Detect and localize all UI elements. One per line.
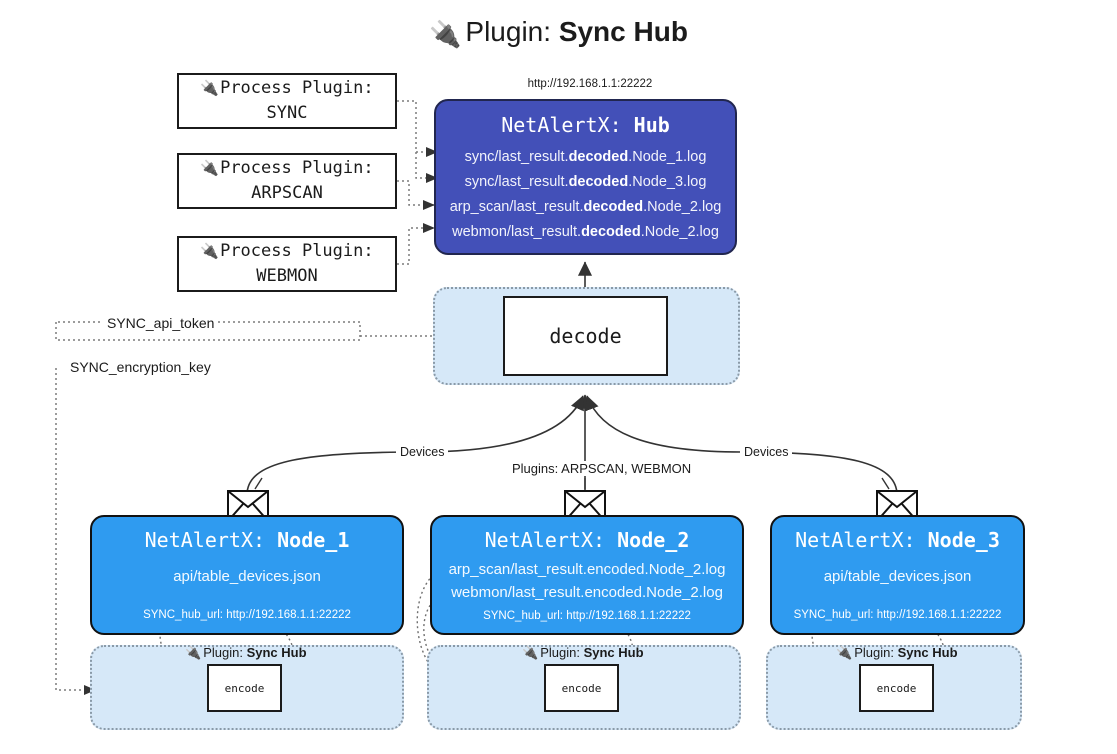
node-box-node-1[interactable]: NetAlertX: Node_1 api/table_devices.json… (90, 515, 404, 635)
encode-label-prefix: Plugin: (854, 645, 894, 660)
plug-icon: 🔌 (200, 159, 220, 178)
node-title-name: Node_1 (277, 528, 350, 552)
process-plugin-name: ARPSCAN (251, 183, 323, 203)
encode-box-node-3[interactable]: encode (859, 664, 934, 712)
node-hub-url: SYNC_hub_url: http://192.168.1.1:22222 (483, 610, 691, 622)
encode-label-prefix: Plugin: (540, 645, 580, 660)
plug-icon: 🔌 (200, 79, 220, 98)
process-plugin-heading: Process Plugin: (220, 78, 374, 99)
hub-log-post: .Node_1.log (628, 149, 707, 165)
hub-title-name: Hub (633, 113, 670, 137)
process-plugin-name: WEBMON (256, 266, 318, 286)
hub-log-line: sync/last_result.decoded.Node_1.log (465, 145, 707, 170)
node-title-name: Node_3 (927, 528, 1000, 552)
node-resource-line: api/table_devices.json (823, 568, 972, 585)
hub-title-prefix: NetAlertX: (501, 113, 622, 137)
hub-log-pre: webmon/last_result. (452, 223, 582, 240)
encode-subgraph-label-node-3: 🔌Plugin: Sync Hub (836, 645, 958, 661)
hub-log-bold: decoded (568, 173, 629, 190)
node-title: NetAlertX: Node_2 (485, 528, 690, 552)
process-plugin-arpscan[interactable]: 🔌Process Plugin: ARPSCAN (177, 153, 397, 209)
node-resource-line: arp_scan/last_result.encoded.Node_2.log (448, 561, 726, 578)
hub-title: NetAlertX: Hub (501, 113, 670, 137)
sync-api-token-label: SYNC_api_token (103, 315, 219, 331)
encode-label-title: Sync Hub (246, 645, 307, 660)
hub-node[interactable]: NetAlertX: Hub sync/last_result.decoded.… (434, 99, 737, 255)
hub-log-post: .Node_2.log (643, 198, 722, 215)
node-resource-line: webmon/last_result.encoded.Node_2.log (451, 584, 723, 601)
hub-log-pre: arp_scan/last_result. (449, 198, 584, 215)
node-title-prefix: NetAlertX: (144, 528, 266, 552)
encode-subgraph-label-node-2: 🔌Plugin: Sync Hub (522, 645, 644, 661)
process-plugin-heading: Process Plugin: (220, 241, 374, 262)
node-title-prefix: NetAlertX: (795, 528, 916, 552)
page-title: 🔌Plugin: Sync Hub (0, 16, 1117, 49)
process-plugin-name: SYNC (266, 103, 308, 123)
devices-label-right: Devices (740, 445, 793, 459)
decode-label: decode (549, 324, 622, 348)
plug-icon: 🔌 (429, 19, 462, 49)
hub-log-bold: decoded (568, 149, 629, 165)
encode-box-node-1[interactable]: encode (207, 664, 282, 712)
hub-log-pre: sync/last_result. (464, 149, 569, 165)
process-plugin-webmon[interactable]: 🔌Process Plugin: WEBMON (177, 236, 397, 292)
node-resource-line: api/table_devices.json (173, 568, 321, 585)
plugins-label-center: Plugins: ARPSCAN, WEBMON (508, 461, 696, 476)
encode-label-title: Sync Hub (583, 645, 644, 660)
node-title-prefix: NetAlertX: (484, 528, 606, 552)
plug-icon: 🔌 (522, 645, 539, 660)
plug-icon: 🔌 (200, 242, 220, 261)
node-title: NetAlertX: Node_1 (145, 528, 350, 552)
process-plugin-heading: Process Plugin: (220, 158, 374, 179)
node-title: NetAlertX: Node_3 (795, 528, 1000, 552)
hub-log-bold: decoded (581, 223, 641, 240)
node-box-node-2[interactable]: NetAlertX: Node_2 arp_scan/last_result.e… (430, 515, 744, 635)
decode-box[interactable]: decode (503, 296, 668, 376)
hub-url-caption: http://192.168.1.1:22222 (527, 78, 653, 90)
hub-log-pre: sync/last_result. (464, 173, 569, 190)
hub-log-line: webmon/last_result.decoded.Node_2.log (452, 220, 719, 245)
hub-log-bold: decoded (583, 198, 644, 215)
plug-icon: 🔌 (185, 645, 202, 660)
node-title-name: Node_2 (617, 528, 690, 552)
encode-label: encode (224, 681, 265, 695)
page-title-prefix: Plugin: (465, 16, 552, 47)
hub-log-line: sync/last_result.decoded.Node_3.log (465, 170, 707, 195)
hub-log-post: .Node_3.log (628, 173, 707, 190)
devices-label-left: Devices (396, 445, 449, 459)
encode-label-prefix: Plugin: (203, 645, 243, 660)
hub-log-post: .Node_2.log (640, 223, 719, 240)
encode-label: encode (876, 681, 917, 695)
process-plugin-sync[interactable]: 🔌Process Plugin: SYNC (177, 73, 397, 129)
encode-label: encode (561, 681, 602, 695)
node-hub-url: SYNC_hub_url: http://192.168.1.1:22222 (143, 609, 351, 621)
sync-encryption-key-label: SYNC_encryption_key (66, 359, 215, 375)
hub-log-line: arp_scan/last_result.decoded.Node_2.log (450, 195, 722, 220)
encode-box-node-2[interactable]: encode (544, 664, 619, 712)
node-box-node-3[interactable]: NetAlertX: Node_3 api/table_devices.json… (770, 515, 1025, 635)
encode-label-title: Sync Hub (897, 645, 958, 660)
encode-subgraph-label-node-1: 🔌Plugin: Sync Hub (185, 645, 307, 661)
plug-icon: 🔌 (836, 645, 853, 660)
node-hub-url: SYNC_hub_url: http://192.168.1.1:22222 (793, 609, 1002, 621)
page-title-name: Sync Hub (558, 16, 688, 47)
